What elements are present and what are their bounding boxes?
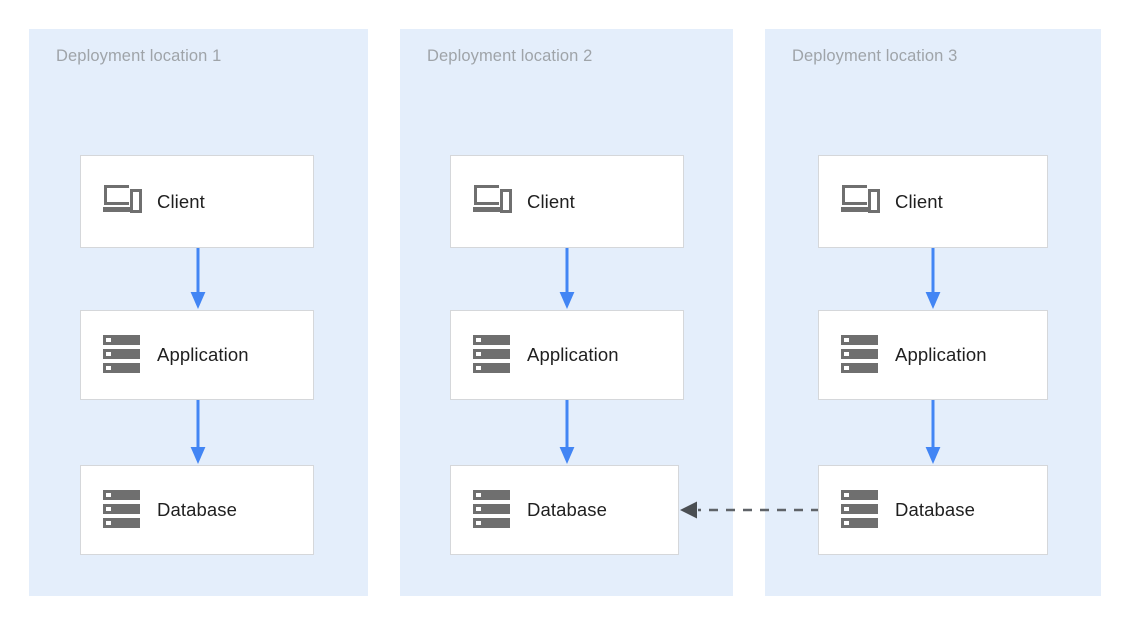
connector-client-1-to-app-1: [190, 248, 206, 310]
node-database-3[interactable]: Database: [818, 465, 1048, 555]
server-bar: [103, 518, 140, 528]
node-label: Database: [895, 499, 975, 520]
zone-title: Deployment location 3: [792, 47, 958, 65]
node-label: Application: [895, 344, 987, 365]
laptop-screen-shape: [104, 184, 129, 205]
connector-client-2-to-app-2: [559, 248, 575, 310]
server-bar: [841, 349, 878, 359]
node-application-2[interactable]: Application: [450, 310, 684, 400]
server-bar: [103, 335, 140, 345]
server-bar: [473, 363, 510, 373]
server-bar: [103, 349, 140, 359]
server-bar: [103, 504, 140, 514]
server-icon: [473, 335, 513, 375]
laptop-base-shape: [841, 206, 868, 212]
node-label: Client: [527, 190, 575, 212]
phone-shape: [500, 188, 512, 213]
node-label: Application: [527, 344, 619, 365]
laptop-base-shape: [473, 206, 500, 212]
server-bar: [473, 490, 510, 500]
node-application-1[interactable]: Application: [80, 310, 314, 400]
server-bar: [103, 363, 140, 373]
devices-icon: [841, 182, 881, 222]
node-label: Application: [157, 344, 249, 365]
laptop-base-shape: [103, 206, 130, 212]
server-bar: [841, 363, 878, 373]
phone-shape: [868, 188, 880, 213]
server-bar: [473, 504, 510, 514]
server-bar: [473, 335, 510, 345]
zone-title: Deployment location 1: [56, 47, 222, 65]
connector-app-2-to-database-2: [559, 400, 575, 465]
node-application-3[interactable]: Application: [818, 310, 1048, 400]
connector-client-3-to-app-3: [925, 248, 941, 310]
server-icon: [103, 335, 143, 375]
server-bar: [473, 518, 510, 528]
node-client-2[interactable]: Client: [450, 155, 684, 248]
node-database-1[interactable]: Database: [80, 465, 314, 555]
connector-app-1-to-database-1: [190, 400, 206, 465]
connector-app-3-to-database-3: [925, 400, 941, 465]
server-icon: [841, 335, 881, 375]
server-bar: [473, 349, 510, 359]
node-client-3[interactable]: Client: [818, 155, 1048, 248]
server-icon: [103, 490, 143, 530]
node-label: Client: [895, 190, 943, 212]
devices-icon: [103, 182, 143, 222]
zone-title: Deployment location 2: [427, 47, 593, 65]
server-bar: [841, 504, 878, 514]
server-icon: [473, 490, 513, 530]
server-bar: [103, 490, 140, 500]
laptop-screen-shape: [842, 184, 867, 205]
server-icon: [841, 490, 881, 530]
node-label: Database: [157, 499, 237, 520]
connector-database-3-to-database-2: [678, 500, 820, 520]
node-database-2[interactable]: Database: [450, 465, 679, 555]
phone-shape: [130, 188, 142, 213]
node-label: Client: [157, 190, 205, 212]
devices-icon: [473, 182, 513, 222]
server-bar: [841, 335, 878, 345]
node-client-1[interactable]: Client: [80, 155, 314, 248]
server-bar: [841, 518, 878, 528]
laptop-screen-shape: [474, 184, 499, 205]
server-bar: [841, 490, 878, 500]
node-label: Database: [527, 499, 607, 520]
